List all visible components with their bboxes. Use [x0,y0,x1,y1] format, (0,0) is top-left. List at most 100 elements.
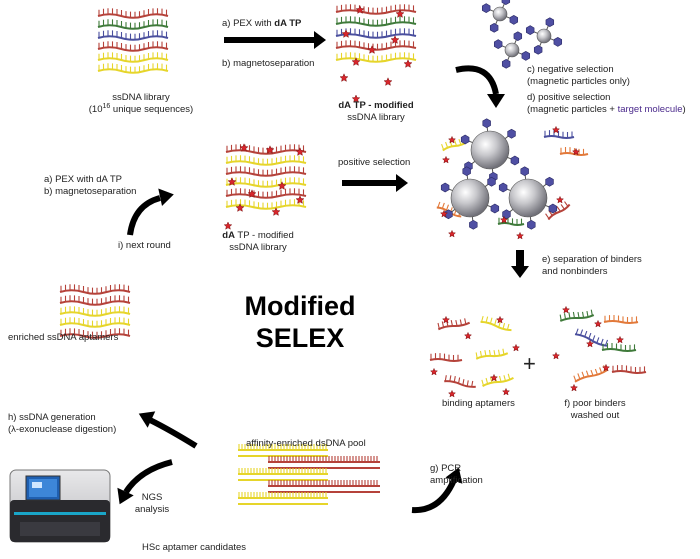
target-molecule-icon [513,31,523,42]
ssdna-strand [437,318,471,331]
target-molecule-icon [507,128,516,139]
arrowhead [445,467,463,484]
target-molecule-icon [481,3,491,14]
ssdna-strand [545,201,571,221]
target-molecule-icon [533,44,543,55]
arrowhead [511,266,529,278]
curved-arrow [123,459,173,494]
star-icon [463,331,473,340]
ssdna-strand [543,130,575,139]
magnetic-beads [440,0,563,230]
step-h-label: h) ssDNA generation(λ-exonuclease digest… [8,412,117,435]
target-molecule-icon [545,176,554,187]
ssdna-strand [573,365,608,383]
ssdna-strand [335,4,417,15]
ssdna-strand [225,188,307,199]
star-icon [355,5,365,14]
ssdna-strand [97,19,169,30]
target-molecule-icon [489,22,499,33]
star-icon [295,195,305,204]
ssdna-strand [237,444,328,452]
star-icon [551,351,561,360]
left-step-b-label: b) magnetoseparation [44,186,137,197]
star-icon [351,57,361,66]
candidates-label: HSc aptamer candidates [142,542,247,553]
ssdna-strand [481,373,514,388]
target-molecule-icon [498,182,508,193]
star-icon [511,343,521,352]
process-arrows [117,31,529,514]
target-molecule-icon [493,39,503,50]
ssdna-strand [97,30,169,41]
modification-stars [223,5,625,398]
sequencer-icon [9,469,111,543]
dna-strands [59,4,647,505]
next-round-label: i) next round [118,240,171,251]
ssdna-strand [97,8,169,19]
target-molecule-icon [501,0,511,6]
ssdna-strand [59,306,131,317]
step-b-label: b) magnetoseparation [222,58,315,69]
ssdna-strand [268,456,380,463]
ssdna-strand [611,365,647,374]
star-icon [339,73,349,82]
star-icon [601,363,611,372]
ssdna-strand [225,166,307,177]
star-icon [403,59,413,68]
star-icon [295,147,305,156]
bead-icon [450,178,490,218]
ssdna-strand [497,217,525,226]
bead-icon [470,130,510,170]
star-icon [341,29,351,38]
star-icon [227,177,237,186]
library-label: ssDNA library (1016 unique sequences) [88,92,194,115]
enriched-aptamers-label: enriched ssDNA aptamers [8,332,119,343]
star-icon [495,315,505,324]
ssdna-strand [559,309,595,322]
target-molecule-icon [545,17,555,28]
modified-library-label-2: dA TP - modified ssDNA library [222,230,294,253]
star-icon [247,189,257,198]
star-icon [551,125,561,134]
ssdna-strand [268,480,380,487]
positive-selection-label: positive selection [338,157,411,168]
plus-sign: + [523,351,536,376]
ssdna-strand [59,284,131,295]
ssdna-strand [429,353,463,362]
ssdna-strand [335,40,417,51]
ssdna-strand [238,492,328,499]
ssdna-strand [59,317,131,328]
star-icon [515,231,525,240]
target-molecule-icon [462,166,471,177]
star-icon [561,305,571,314]
target-molecule-icon [460,134,470,145]
target-molecule-icon [469,219,478,230]
step-a-label: a) PEX with dA TP [222,18,302,29]
binding-aptamers-label: binding aptamers [442,398,515,409]
star-icon [277,181,287,190]
star-icon [447,229,457,238]
ssdna-strand [225,177,307,188]
step-d-label: d) positive selection (magnetic particle… [527,92,686,115]
ssdna-strand [335,52,417,63]
curved-arrow [411,478,457,514]
step-c-label: c) negative selection(magnetic particles… [527,64,630,87]
bead-icon [504,42,520,58]
target-molecule-icon [482,118,491,129]
star-icon [499,215,509,224]
ssdna-strand [480,315,512,332]
star-icon [439,209,449,218]
curved-arrow [127,195,161,236]
arrowhead [396,174,408,192]
target-molecule-icon [553,36,563,47]
dsdna-pool-label: affinity-enriched dsDNA pool [246,438,366,449]
star-icon [489,373,499,382]
target-molecule-icon [440,182,450,193]
star-icon [367,45,377,54]
